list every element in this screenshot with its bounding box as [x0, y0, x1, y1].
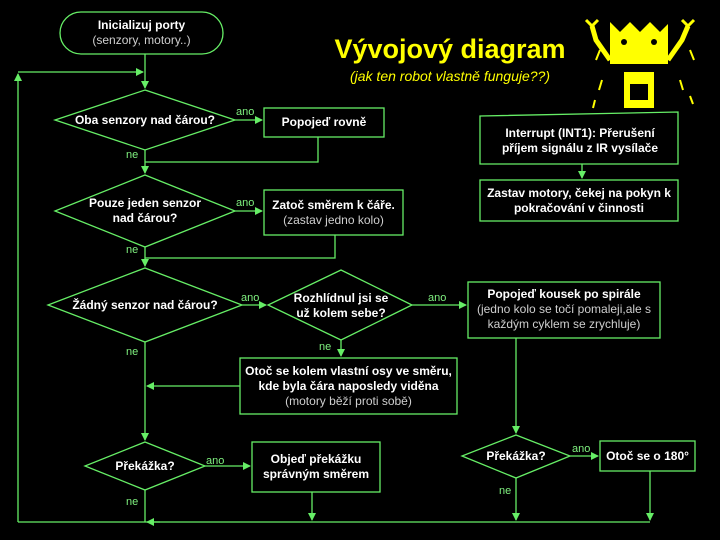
- box-avoid-text: Objeď překážku správným směrem: [262, 452, 370, 481]
- yes-label: ano: [572, 443, 591, 455]
- yes-label: ano: [206, 455, 225, 467]
- no-label: ne: [319, 341, 332, 353]
- box-2-sub: (zastav jedno kolo): [283, 213, 384, 227]
- page-subtitle: (jak ten robot vlastně funguje??): [349, 68, 550, 84]
- yes-label: ano: [236, 106, 255, 118]
- decision-1-text: Oba senzory nad čárou?: [74, 113, 216, 127]
- box-1-text: Popojeď rovně: [281, 115, 367, 129]
- box-spiral-main: Popojeď kousek po spirále: [487, 287, 641, 301]
- no-label: ne: [499, 485, 512, 497]
- page-title: Vývojový diagram: [334, 34, 566, 64]
- yes-label: ano: [236, 197, 255, 209]
- box-2-main: Zatoč směrem k čáře.: [272, 198, 395, 212]
- box-spiral-node: Popojeď kousek po spirále(jedno kolo se …: [468, 287, 660, 332]
- start-terminator: [59, 11, 224, 55]
- no-label: ne: [126, 346, 139, 358]
- no-label: ne: [126, 244, 139, 256]
- decision-6-text: Překážka?: [486, 449, 546, 463]
- robot-illustration: [584, 18, 696, 109]
- yes-label: ano: [428, 292, 447, 304]
- no-label: ne: [126, 149, 139, 161]
- box-turn-main: Otoč se kolem vlastní osy ve směru, kde …: [245, 364, 452, 393]
- start-sub: (senzory, motory..): [92, 33, 191, 47]
- decision-2-text: Pouze jeden senzor nad čárou?: [88, 196, 202, 225]
- box-interrupt-text: Interrupt (INT1): Přerušení příjem signá…: [501, 126, 659, 155]
- decision-3-text: Žádný senzor nad čárou?: [72, 298, 218, 312]
- box-2-node: Zatoč směrem k čáře.(zastav jedno kolo): [264, 198, 403, 228]
- box-stop-text: Zastav motory, čekej na pokyn k pokračov…: [487, 186, 671, 215]
- box-1: [263, 107, 385, 138]
- box-stop: [479, 179, 679, 222]
- box-turn-sub: (motory běží proti sobě): [285, 394, 412, 408]
- box-avoid: [251, 441, 381, 493]
- start-main: Inicializuj porty: [97, 18, 186, 32]
- no-label: ne: [126, 496, 139, 508]
- box-spiral-sub: (jedno kolo se točí pomaleji,ale s každý…: [476, 302, 652, 331]
- box-180-text: Otoč se o 180°: [606, 449, 689, 463]
- start-node: Inicializuj porty(senzory, motory..): [60, 18, 223, 48]
- yes-label: ano: [241, 292, 260, 304]
- box-spiral: [467, 281, 661, 339]
- decision-5-text: Překážka?: [115, 459, 175, 473]
- box-2: [263, 189, 404, 236]
- decision-4-text: Rozhlídnul jsi se už kolem sebe?: [293, 291, 389, 320]
- box-turn-node: Otoč se kolem vlastní osy ve směru, kde …: [240, 364, 457, 409]
- box-interrupt: [479, 111, 679, 165]
- box-180: [599, 440, 696, 472]
